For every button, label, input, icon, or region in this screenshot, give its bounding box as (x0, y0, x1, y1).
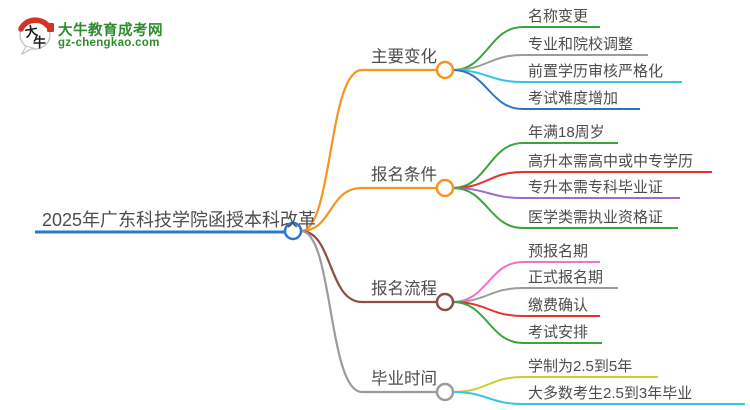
logo-mark-char2: 牛 (33, 35, 46, 50)
branch-node-circle (435, 382, 455, 402)
branch-label-graduation: 毕业时间 (371, 370, 437, 388)
child-label: 专业和院校调整 (528, 36, 634, 53)
branch-label-main-changes: 主要变化 (371, 48, 437, 66)
branch-curve-requirements (300, 186, 437, 233)
child-curve (452, 261, 600, 303)
child-curve (452, 301, 602, 344)
child-curve (452, 187, 680, 199)
child-label: 名称变更 (528, 8, 589, 25)
child-curve (452, 376, 658, 393)
branch-curve-process (300, 229, 437, 304)
child-label: 专升本需专科毕业证 (528, 179, 664, 196)
branch-curve-graduation (300, 229, 437, 394)
logo-title: 大牛教育成考网 (58, 23, 163, 39)
child-curve (452, 187, 678, 229)
child-curve (452, 287, 618, 303)
child-label: 预报名期 (528, 243, 589, 260)
child-label: 正式报名期 (528, 269, 604, 286)
branch-curve-main-changes (300, 68, 437, 233)
child-curve (452, 142, 618, 189)
child-label: 高升本需高中或中专学历 (528, 153, 694, 170)
root-topic-label: 2025年广东科技学院函授本科改革 (42, 210, 317, 230)
branch-label-process: 报名流程 (371, 280, 437, 298)
logo-url: gz-chengkao.com (58, 37, 160, 49)
logo-mark-char1: 大 (24, 23, 39, 40)
logo-seal (47, 23, 54, 32)
logo-bubble-icon: 大 牛 (18, 17, 54, 56)
child-curve (452, 26, 600, 71)
site-logo[interactable]: 大 牛 大牛教育成考网 gz-chengkao.com (12, 12, 192, 64)
child-label: 年满18周岁 (528, 124, 605, 141)
child-label: 缴费确认 (528, 297, 589, 314)
child-label: 考试难度增加 (528, 90, 619, 107)
child-label: 医学类需执业资格证 (528, 209, 664, 226)
child-curve (452, 391, 745, 405)
logo-red-arc (18, 17, 51, 32)
root-node-circle (283, 221, 303, 241)
child-label: 大多数考生2.5到3年毕业 (528, 385, 693, 402)
child-label: 学制为2.5到5年 (528, 358, 633, 375)
child-curve (452, 54, 648, 71)
branch-node-circle (435, 178, 455, 198)
child-label: 前置学历审核严格化 (528, 63, 664, 80)
child-curve (452, 171, 712, 189)
child-label: 考试安排 (528, 324, 589, 341)
branch-node-circle (435, 60, 455, 80)
branch-node-circle (435, 292, 455, 312)
branch-label-requirements: 报名条件 (371, 166, 437, 184)
child-curve (452, 69, 640, 110)
